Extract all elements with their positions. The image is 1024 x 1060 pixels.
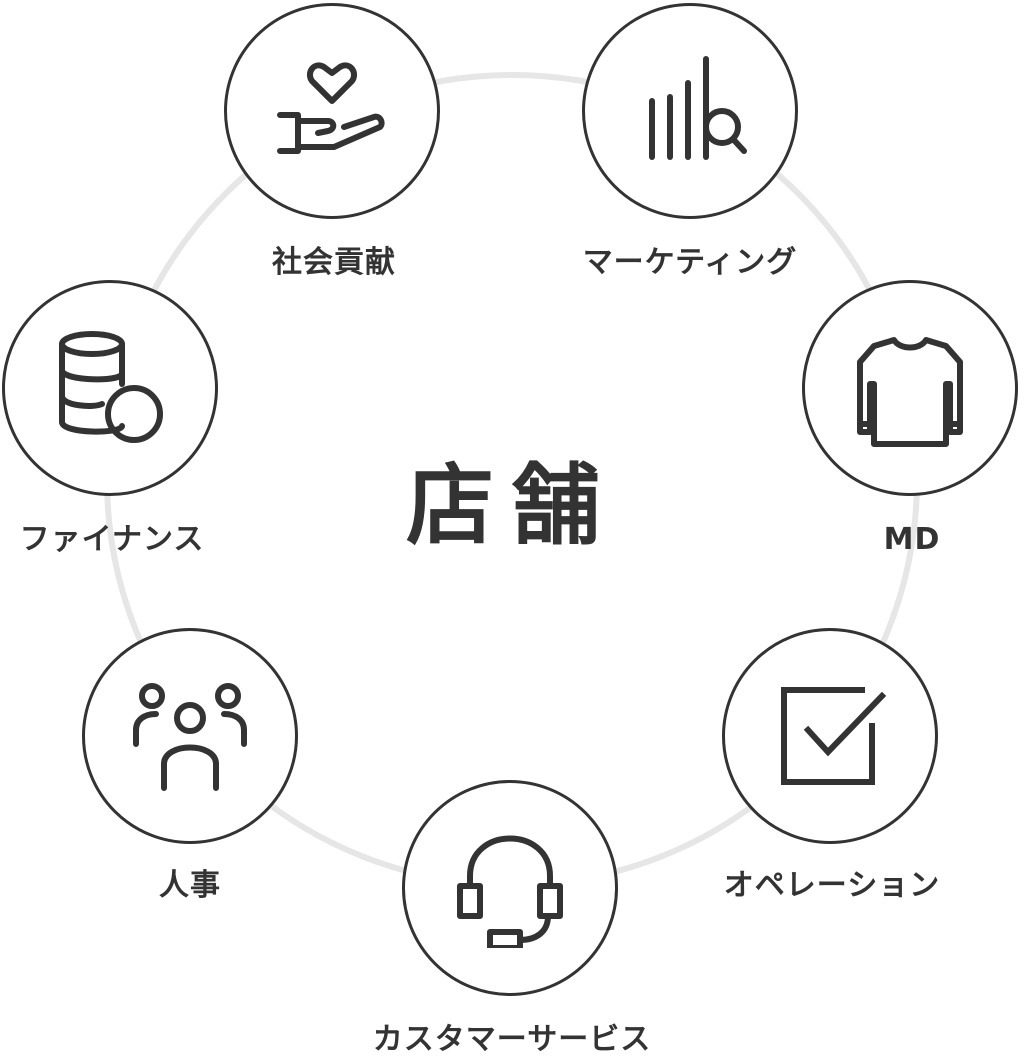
node-marketing [582,3,798,219]
heart-hand-icon [277,62,385,154]
node-md [802,280,1018,496]
node-finance-label: ファイナンス [19,522,205,557]
node-operation-label: オペレーション [723,868,941,903]
chart-search-icon [649,56,747,160]
coins-icon [59,331,163,443]
node-customer-service [402,780,618,996]
node-md-label: MD [883,522,941,557]
node-social-contribution-label: 社会貢献 [272,245,396,280]
node-customer-service-label: カスタマーサービス [372,1022,652,1057]
people-icon [133,683,247,791]
headset-icon [457,835,563,948]
node-finance [2,280,218,496]
node-operation [722,628,938,844]
checkbox-icon [781,687,887,785]
center-label: 店舗 [405,454,618,557]
node-hr [82,628,298,844]
node-social-contribution [224,3,440,219]
node-hr-label: 人事 [159,868,221,903]
shirt-icon [857,337,963,447]
node-marketing-label: マーケティング [582,245,798,280]
